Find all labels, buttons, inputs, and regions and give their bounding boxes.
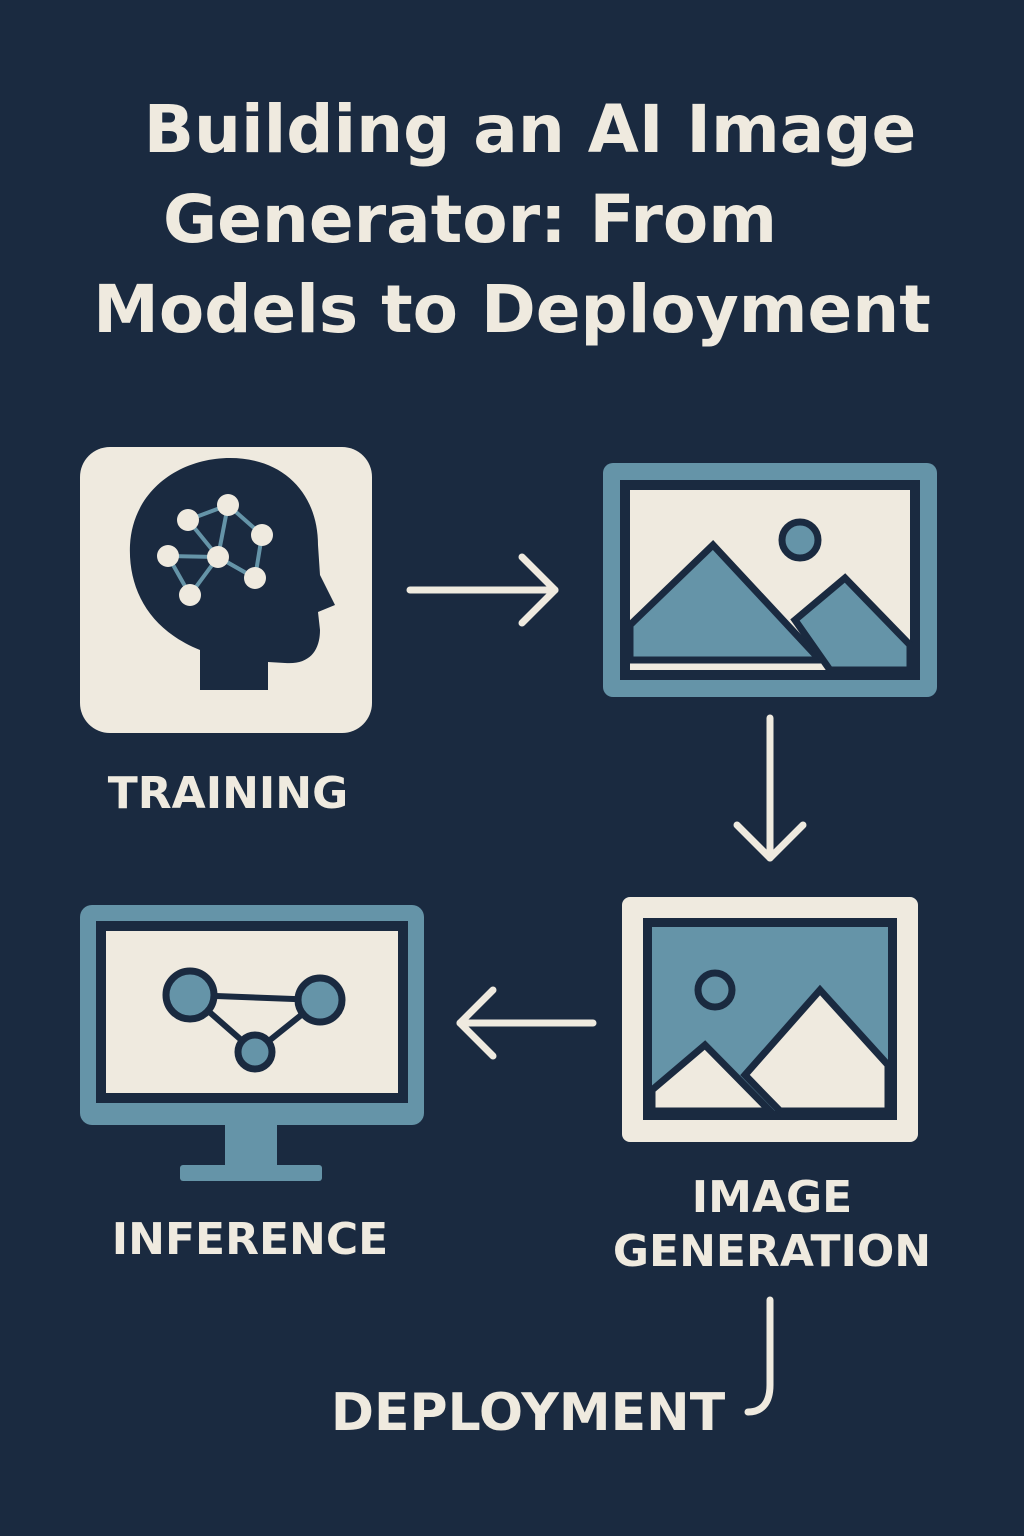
arrow-right-icon bbox=[406, 553, 559, 627]
arrow-left-icon bbox=[456, 986, 597, 1060]
training-label: TRAINING bbox=[108, 768, 348, 819]
deployment-label: DEPLOYMENT bbox=[331, 1383, 726, 1443]
image-generation-label-line-2: GENERATION bbox=[613, 1226, 931, 1277]
title-line-1: Building an AI Image bbox=[144, 91, 917, 168]
image-icon bbox=[603, 463, 937, 697]
page-title: Building an AI Image Generator: From Mod… bbox=[93, 91, 931, 348]
image-generation-icon bbox=[622, 897, 918, 1142]
title-line-3: Models to Deployment bbox=[93, 271, 931, 348]
arrow-down-icon bbox=[733, 714, 807, 862]
inference-label: INFERENCE bbox=[112, 1214, 388, 1265]
training-icon bbox=[80, 447, 372, 733]
image-generation-label-line-1: IMAGE bbox=[692, 1172, 852, 1223]
deployment-connector bbox=[744, 1296, 774, 1416]
monitor-icon bbox=[80, 905, 424, 1181]
title-line-2: Generator: From bbox=[163, 181, 777, 258]
